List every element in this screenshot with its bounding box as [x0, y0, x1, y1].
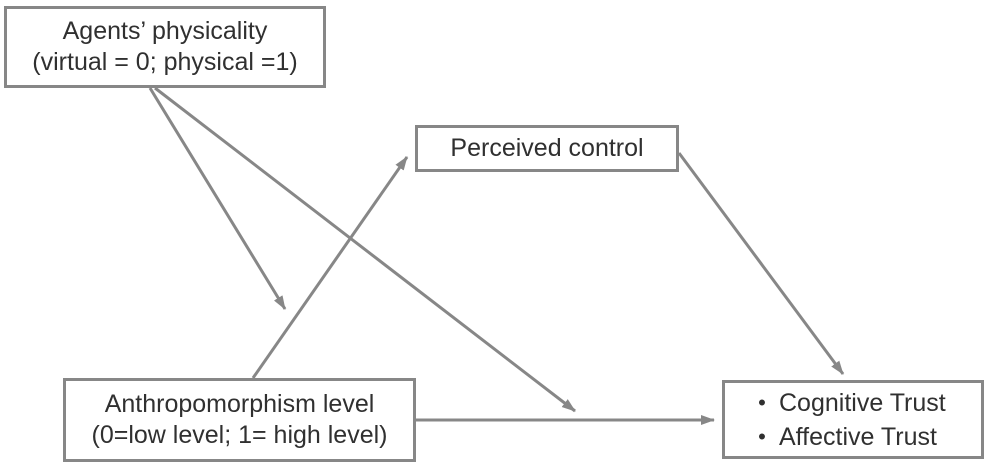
arrow-physicality-moderates-control-path: [148, 87, 287, 310]
perceived-control-label: Perceived control: [450, 134, 644, 162]
anthropomorphism-coding: (0=low level; 1= high level): [91, 421, 388, 449]
affective-trust-label: Affective Trust: [779, 422, 937, 451]
node-trust-outcomes: • Cognitive Trust • Affective Trust: [722, 380, 984, 459]
trust-item-cognitive: • Cognitive Trust: [725, 386, 981, 420]
node-agents-physicality: Agents’ physicality (virtual = 0; physic…: [4, 6, 326, 88]
cognitive-trust-label: Cognitive Trust: [779, 388, 946, 417]
bullet-icon: •: [758, 389, 766, 415]
agents-physicality-coding: (virtual = 0; physical =1): [32, 48, 298, 76]
anthropomorphism-label: Anthropomorphism level: [104, 390, 375, 418]
node-perceived-control: Perceived control: [415, 125, 679, 172]
bullet-icon: •: [758, 423, 766, 449]
trust-item-affective: • Affective Trust: [725, 420, 981, 454]
arrow-anthropomorphism-to-perceived-control: [251, 156, 409, 379]
arrow-perceived-control-to-trust: [677, 152, 845, 375]
arrow-physicality-moderates-trust-path: [154, 86, 576, 413]
agents-physicality-label: Agents’ physicality: [62, 17, 268, 45]
node-anthropomorphism-level: Anthropomorphism level (0=low level; 1= …: [63, 378, 416, 462]
